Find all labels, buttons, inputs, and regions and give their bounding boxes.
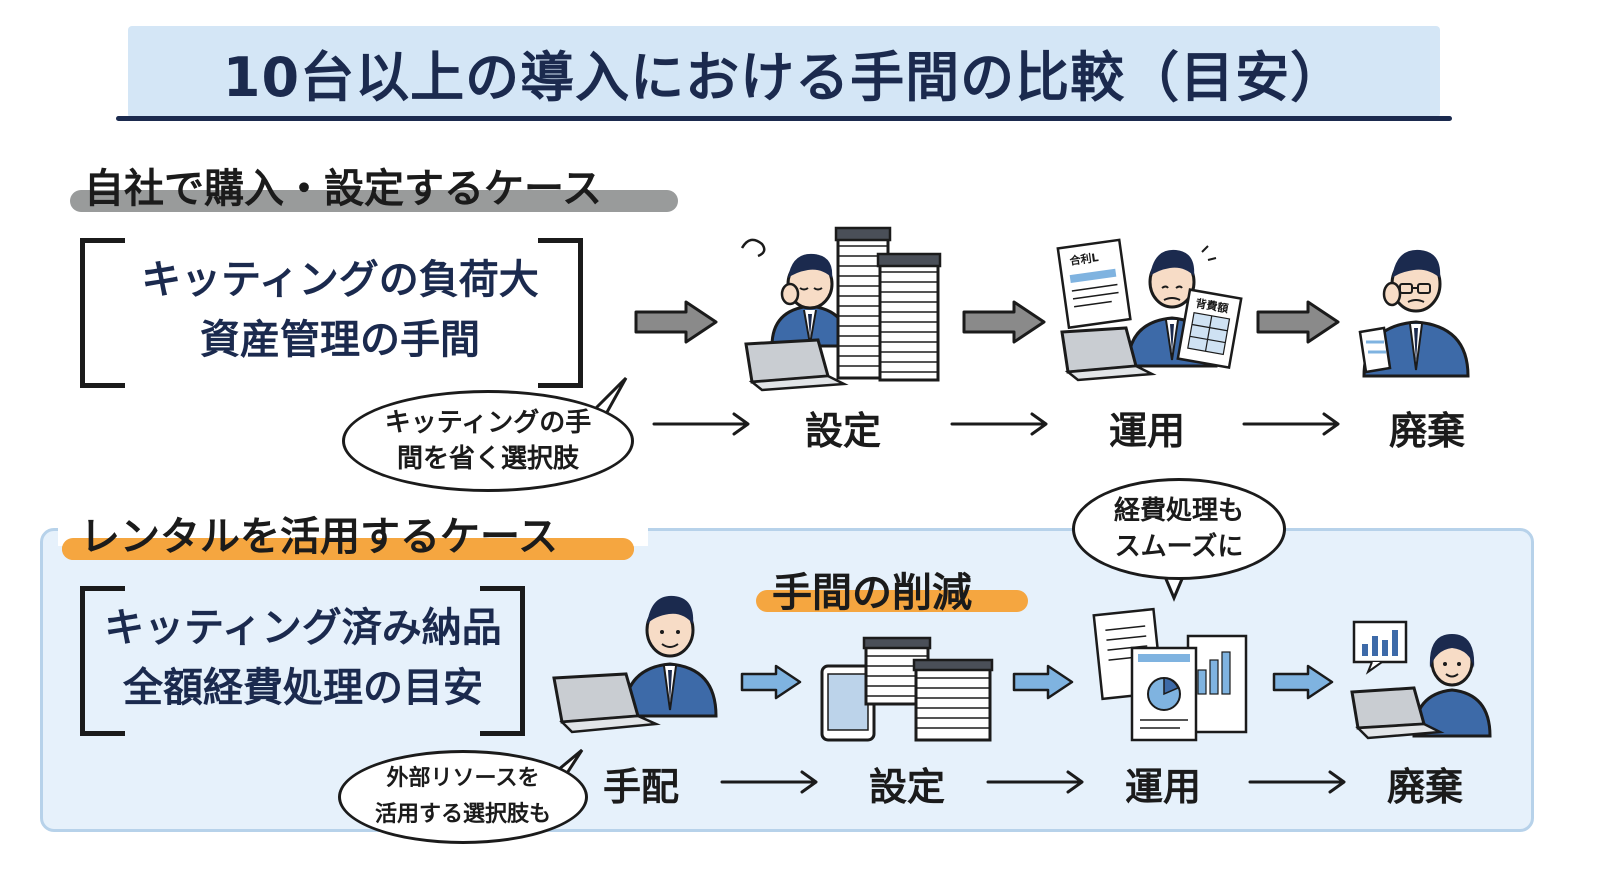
rental-speech-bubble: 外部リソースを 活用する選択肢も <box>338 750 588 844</box>
doc-label-right: 背費額 <box>1195 296 1230 316</box>
woman-with-laptop-icon <box>1350 620 1492 740</box>
arrow-icon <box>1248 770 1346 794</box>
rental-case-label: レンタルを活用するケース <box>80 514 558 560</box>
rental-step-setup: 設定 <box>868 765 945 809</box>
rental-bubble-line-2: 活用する選択肢も <box>374 802 551 827</box>
arrow-icon <box>720 770 818 794</box>
self-bubble-line-2: 間を省く選択肢 <box>396 444 579 474</box>
self-speech-bubble: キッティングの手 間を省く選択肢 <box>342 390 634 492</box>
arrow-icon <box>652 412 750 436</box>
self-step-dispose: 廃棄 <box>1388 409 1465 453</box>
arrow-icon <box>1012 664 1074 700</box>
self-box-line-2: 資産管理の手間 <box>200 317 480 363</box>
arrow-icon <box>986 770 1084 794</box>
arrow-icon <box>1256 300 1340 344</box>
self-step-operate: 運用 <box>1108 409 1185 453</box>
chart-icon <box>1092 607 1248 742</box>
arrow-icon <box>1272 664 1334 700</box>
rental-step-dispose: 廃棄 <box>1386 765 1463 809</box>
savings-label: 手間の削減 <box>772 570 972 616</box>
person-with-laptop-icon <box>552 595 718 734</box>
rental-box-bracket-left <box>80 586 125 736</box>
self-bubble-line-1: キッティングの手 <box>384 408 592 438</box>
rental-box-bracket-right <box>480 586 525 736</box>
rental-step-operate: 運用 <box>1124 765 1201 809</box>
rental-top-bubble-line-1: 経費処理も <box>1113 496 1244 526</box>
doc-label-left: 合利L <box>1069 250 1100 268</box>
rental-box-line-1: キッティング済み納品 <box>104 605 502 651</box>
savings-highlight <box>756 590 1028 612</box>
page-title: 10台以上の導入における手間の比較（目安） <box>222 45 1346 109</box>
self-case-label: 自社で購入・設定するケース <box>84 166 602 212</box>
self-box-bracket-left <box>80 238 125 388</box>
documents-icon: 合利L 背費額 <box>1056 238 1243 382</box>
arrow-icon <box>634 300 718 344</box>
title-band <box>128 26 1440 118</box>
rental-bubble-line-1: 外部リソースを <box>386 766 540 791</box>
rental-case-highlight-front <box>62 538 634 560</box>
device-stack-icon <box>834 226 942 382</box>
self-box-line-1: キッティングの負荷大 <box>141 257 539 303</box>
rental-top-speech-bubble: 経費処理も スムーズに <box>1072 478 1286 580</box>
self-case-highlight <box>70 190 678 212</box>
worried-person-icon <box>1358 249 1470 378</box>
rental-box-line-2: 全額経費処理の目安 <box>123 665 483 711</box>
arrow-icon <box>962 300 1046 344</box>
title-underline <box>116 116 1452 121</box>
tablet-icon <box>820 636 994 742</box>
arrow-icon <box>1242 412 1340 436</box>
rental-step-arrange: 手配 <box>602 765 679 809</box>
rental-top-bubble-line-2: スムーズに <box>1114 532 1244 562</box>
self-box-bracket-right <box>538 238 583 388</box>
self-step-setup: 設定 <box>804 409 881 453</box>
arrow-icon <box>950 412 1048 436</box>
arrow-icon <box>740 664 802 700</box>
